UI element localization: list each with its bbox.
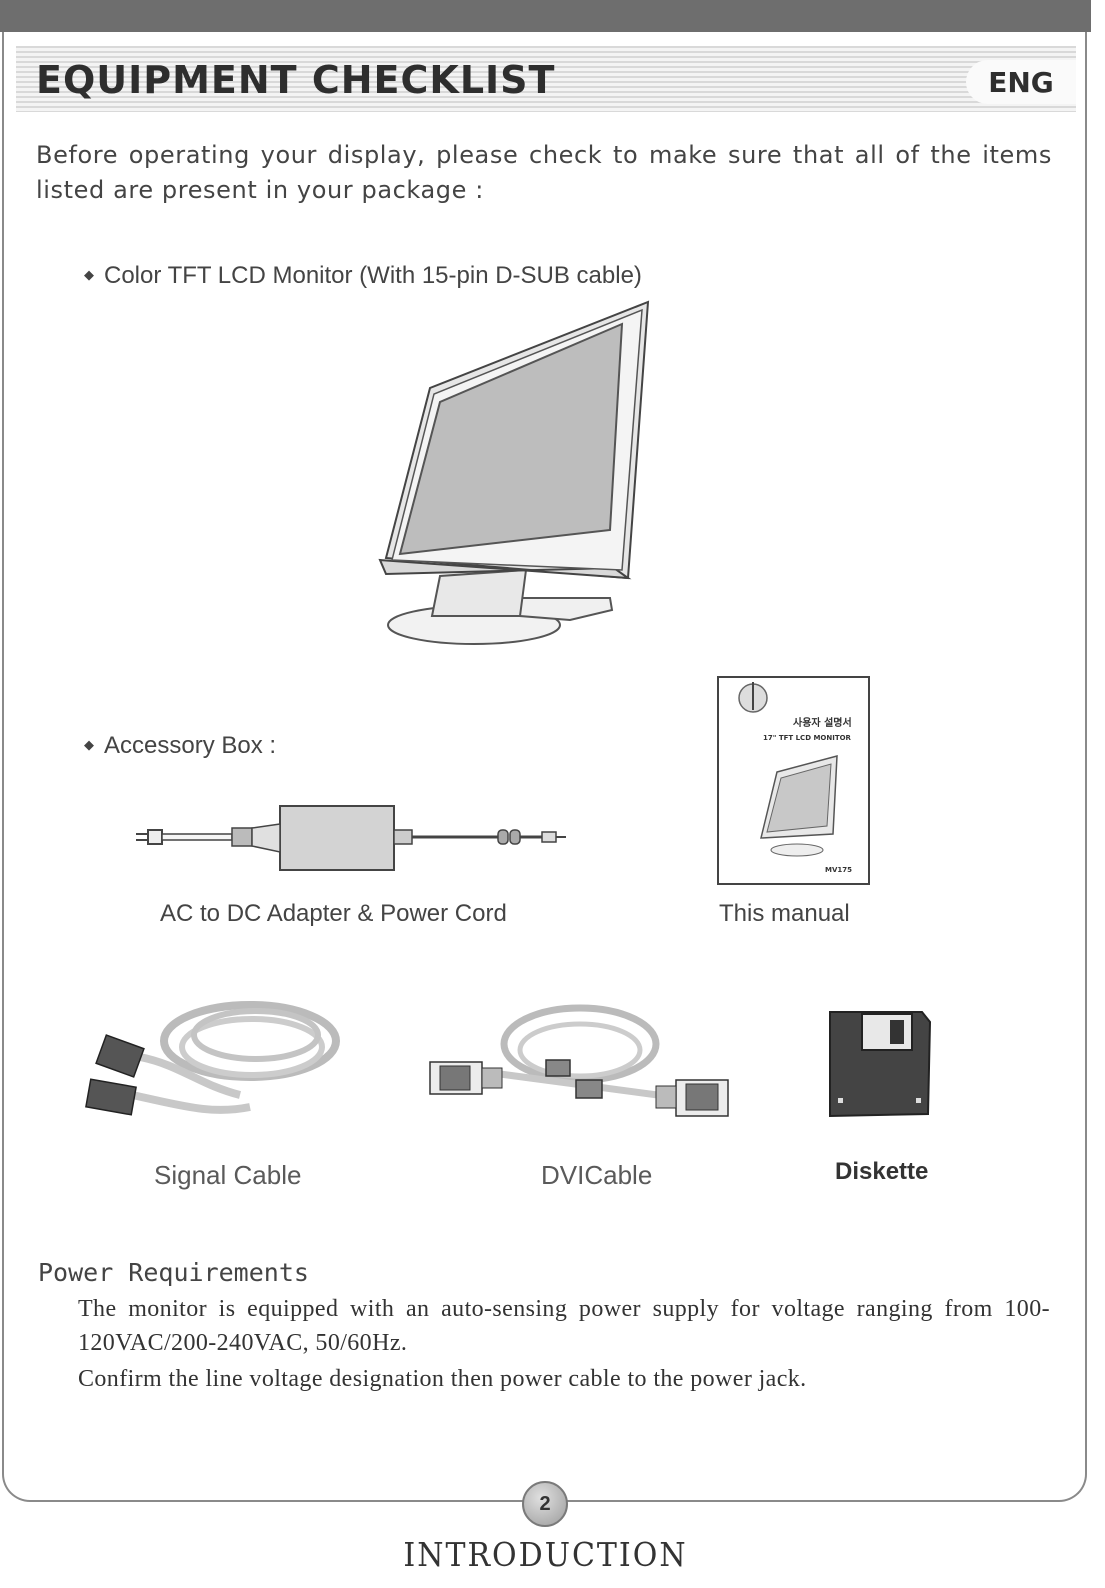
signal-cable-illustration <box>85 1001 340 1116</box>
diamond-bullet-icon: ◆ <box>84 737 94 752</box>
adapter-caption: AC to DC Adapter & Power Cord <box>160 900 507 927</box>
monitor-item-label: Color TFT LCD Monitor (With 15-pin D-SUB… <box>104 262 642 289</box>
signal-cable-caption: Signal Cable <box>154 1160 302 1190</box>
manual-illustration: 사용자 설명서 17" TFT LCD MONITOR MV175 <box>717 676 870 885</box>
adapter-illustration <box>136 805 566 871</box>
accessory-item: ◆ Accessory Box : <box>84 732 276 760</box>
page-number-badge: 2 <box>522 1481 568 1527</box>
manual-cover-subtitle: 17" TFT LCD MONITOR <box>763 734 852 742</box>
intro-paragraph: Before operating your display, please ch… <box>36 141 1052 204</box>
monitor-illustration <box>378 300 650 645</box>
section-label: INTRODUCTION <box>403 1536 688 1575</box>
page-title: EQUIPMENT CHECKLIST <box>36 58 556 102</box>
manual-cover-title: 사용자 설명서 <box>793 716 852 729</box>
monitor-item: ◆ Color TFT LCD Monitor (With 15-pin D-SU… <box>84 262 642 290</box>
manual-cover-model: MV175 <box>825 866 852 874</box>
accessory-item-label: Accessory Box : <box>104 732 277 759</box>
diamond-bullet-icon: ◆ <box>84 267 94 282</box>
manual-caption: This manual <box>719 900 850 927</box>
header-band <box>16 46 1076 112</box>
power-requirements-text: The monitor is equipped with an auto-sen… <box>78 1296 1050 1356</box>
top-bar <box>0 0 1091 32</box>
diskette-icon <box>829 1011 932 1118</box>
diskette-caption: Diskette <box>835 1158 929 1185</box>
power-instruction-text: Confirm the line voltage designation the… <box>78 1366 807 1392</box>
dvi-cable-caption: DVICable <box>541 1160 653 1190</box>
dvi-cable-illustration <box>429 1004 729 1117</box>
power-requirements-heading: Power Requirements <box>38 1258 309 1287</box>
language-tab: ENG <box>966 60 1076 104</box>
